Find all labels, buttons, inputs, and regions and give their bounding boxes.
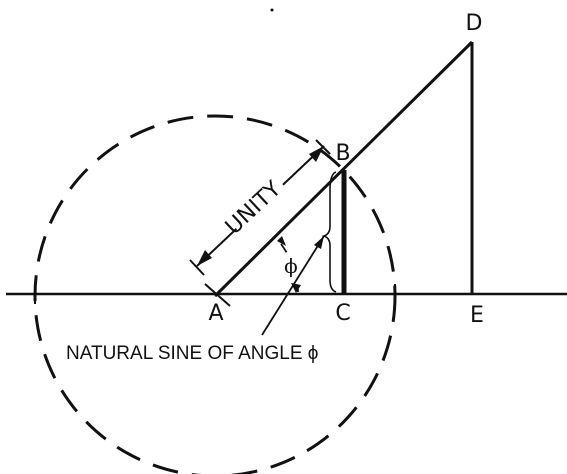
unity-label-bg: [225, 172, 289, 235]
unity-end-tick-left: [189, 259, 205, 276]
point-c-label: C: [335, 301, 350, 326]
caption-label: NATURAL SINE OF ANGLE ϕ: [66, 343, 318, 364]
point-e-label: E: [470, 303, 484, 328]
unity-arrow-left: [197, 250, 212, 266]
angle-arrow-top: [277, 236, 286, 246]
point-d-label: D: [466, 11, 483, 36]
sine-brace: [321, 171, 337, 293]
angle-arrow-bottom: [291, 283, 301, 293]
point-b-label: B: [335, 141, 350, 166]
caption-leader-line: [261, 235, 325, 336]
point-a-label: A: [208, 301, 223, 326]
point-a-mark: [204, 283, 231, 307]
caption-bg: [62, 338, 370, 364]
unity-label: UNITY: [221, 176, 287, 240]
caption-leader-arrow: [314, 236, 324, 249]
speck-dot: [270, 8, 274, 12]
angle-phi-label: ϕ: [284, 254, 298, 278]
hypotenuse-line: [213, 40, 474, 298]
unity-arrow-right: [309, 146, 324, 162]
